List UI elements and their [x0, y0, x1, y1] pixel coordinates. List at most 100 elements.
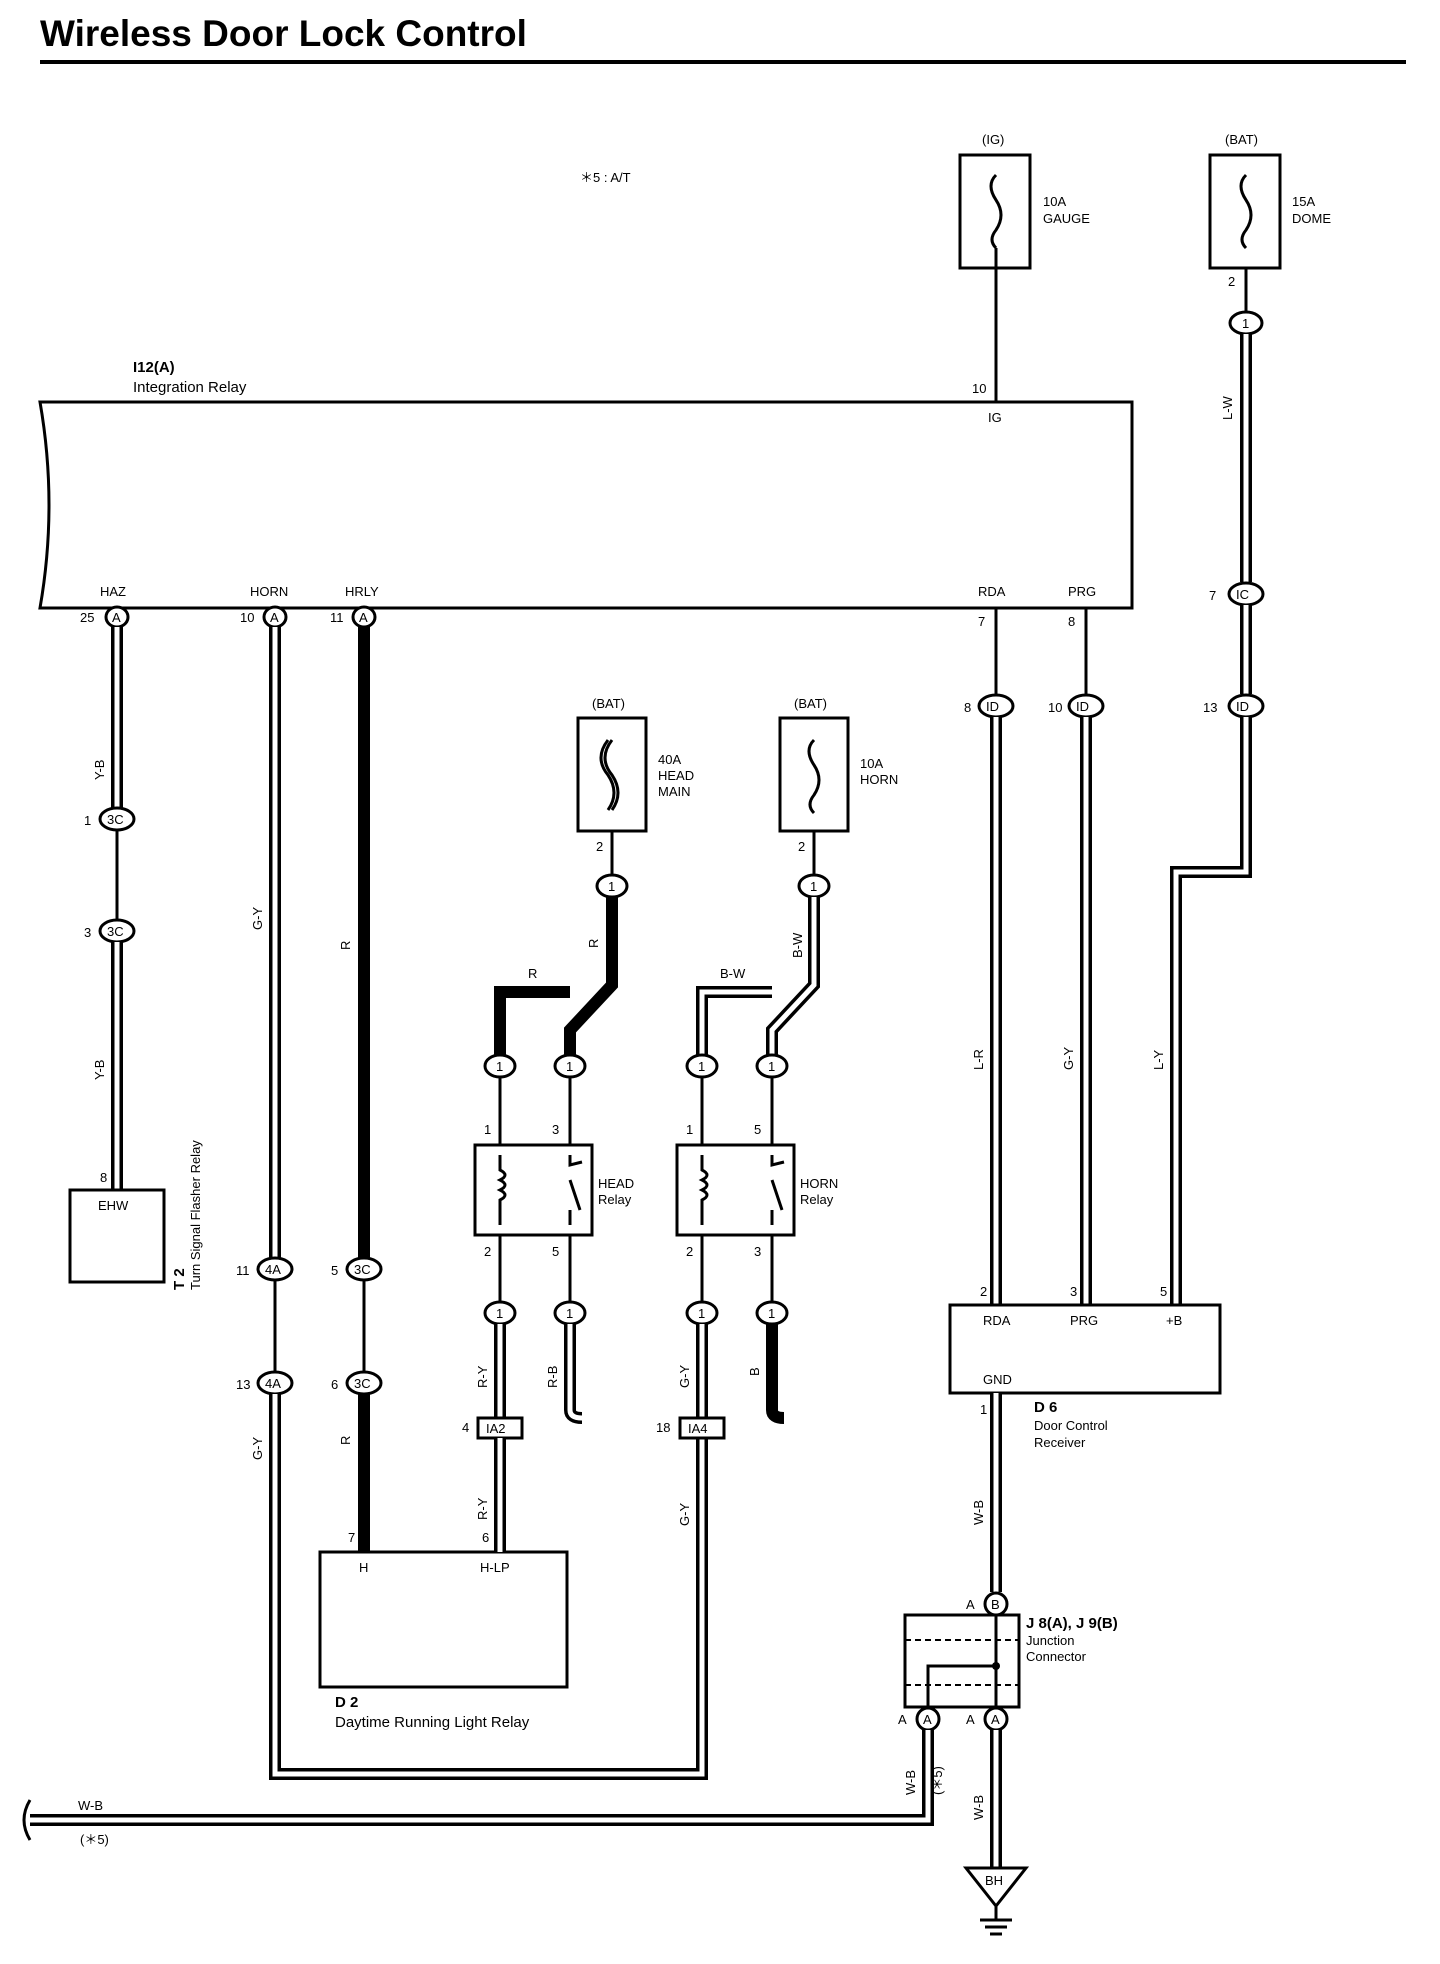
pin-hlp: H-LP	[480, 1560, 510, 1575]
wire-ly-fill	[1173, 717, 1249, 1305]
pin-number: 1	[484, 1122, 491, 1137]
pin-number: 5	[754, 1122, 761, 1137]
pin-number: 5	[552, 1244, 559, 1259]
pin-number: 3	[1070, 1284, 1077, 1299]
fuse-name: HEAD	[658, 768, 694, 783]
fuse-rating: 10A	[860, 756, 883, 771]
wire-label: R-B	[545, 1366, 560, 1388]
pin-number: 1	[84, 813, 91, 828]
fuse-name: MAIN	[658, 784, 691, 799]
connector-label: IA2	[486, 1421, 506, 1436]
pin-number: 10	[1048, 700, 1062, 715]
connector-label: ID	[986, 699, 999, 714]
horn-relay-name: Relay	[800, 1192, 834, 1207]
wire-label: W-B	[971, 1795, 986, 1820]
pin-number: 25	[80, 610, 94, 625]
junction-branch	[926, 1664, 996, 1707]
pin-prg: PRG	[1068, 584, 1096, 599]
integration-relay-id: I12(A)	[133, 359, 175, 376]
relay-switch-icon	[770, 1155, 785, 1225]
wire-label: Y-B	[92, 1060, 107, 1080]
wire-label: B-W	[720, 966, 746, 981]
pin-horn: HORN	[250, 584, 288, 599]
pin-number: 1	[686, 1122, 693, 1137]
pin-number: 18	[656, 1420, 670, 1435]
fuse-element-icon	[989, 173, 1003, 250]
wire-label: L-W	[1220, 395, 1235, 420]
pin-number: 2	[686, 1244, 693, 1259]
wire-label: G-Y	[250, 907, 265, 930]
wire-label: R-Y	[475, 1497, 490, 1520]
pin-number: 2	[1228, 274, 1235, 289]
pin-gnd: GND	[983, 1372, 1012, 1387]
wire-rb-fill	[567, 1324, 583, 1421]
pin-rda: RDA	[978, 584, 1006, 599]
connector-label: IA4	[688, 1421, 708, 1436]
fuse-box	[1208, 153, 1282, 270]
head-relay-name: Relay	[598, 1192, 632, 1207]
wire-label: G-Y	[1061, 1047, 1076, 1070]
fuse-source-label: (BAT)	[1225, 132, 1258, 147]
connector-label: ID	[1236, 699, 1249, 714]
connector-label: 1	[810, 879, 817, 894]
wire-label: G-Y	[250, 1437, 265, 1460]
connector-label: 1	[698, 1306, 705, 1321]
fuse-element-icon	[1239, 173, 1253, 250]
pin-number: 10	[972, 381, 986, 396]
pin-number: 4	[462, 1420, 469, 1435]
relay-coil-icon	[496, 1155, 507, 1225]
turn-relay-name: Turn Signal Flasher Relay	[188, 1140, 203, 1290]
page-title: Wireless Door Lock Control	[40, 13, 527, 54]
connector-label: A	[991, 1712, 1000, 1727]
connector-label: 1	[566, 1059, 573, 1074]
pin-number: 7	[978, 614, 985, 629]
pin-number: 2	[980, 1284, 987, 1299]
pin-number: 13	[236, 1377, 250, 1392]
fuse-rating: 15A	[1292, 194, 1315, 209]
pin-number: 11	[236, 1263, 250, 1278]
wire-label: L-R	[971, 1049, 986, 1070]
pin-number: 10	[240, 610, 254, 625]
wire-label: B	[747, 1367, 762, 1376]
connector-label: 1	[698, 1059, 705, 1074]
wire-label: B-W	[790, 932, 805, 958]
connector-label: 3C	[107, 812, 124, 827]
fuse-name: GAUGE	[1043, 211, 1090, 226]
fuse-source-label: (IG)	[982, 132, 1004, 147]
fuse-name: DOME	[1292, 211, 1331, 226]
wire-ly	[1170, 717, 1252, 1305]
door-receiver-box	[948, 1303, 1222, 1395]
fuse-rating: 40A	[658, 752, 681, 767]
ground-point	[962, 1866, 1030, 1909]
connector-label: 3C	[107, 924, 124, 939]
pin-number: 5	[331, 1263, 338, 1278]
wire-label: R-Y	[475, 1365, 490, 1388]
pin-number: 8	[1068, 614, 1075, 629]
note-label: ＊5 : A/T	[580, 170, 631, 185]
fuse-element-icon	[603, 739, 620, 811]
connector-label: 4A	[265, 1262, 281, 1277]
junction-box	[903, 1613, 1021, 1709]
connector-label: IC	[1236, 587, 1249, 602]
pin-number: 6	[482, 1530, 489, 1545]
pin-ehw: EHW	[98, 1198, 129, 1213]
integration-relay-name: Integration Relay	[133, 379, 247, 396]
relay-switch-icon	[568, 1155, 583, 1225]
wire-label: R	[528, 966, 537, 981]
fuse-source-label: (BAT)	[794, 696, 827, 711]
wire-label: W-B	[903, 1770, 918, 1795]
connector-label: A	[112, 610, 121, 625]
wire-label: Y-B	[92, 760, 107, 780]
fuse-name: HORN	[860, 772, 898, 787]
connector-label: A	[359, 610, 368, 625]
connector-label: 1	[496, 1306, 503, 1321]
wire-label: W-B	[971, 1500, 986, 1525]
turn-relay-box	[68, 1188, 166, 1284]
connector-label: B	[991, 1597, 1000, 1612]
connector-label: ID	[1076, 699, 1089, 714]
connector-label: 1	[608, 879, 615, 894]
wire-wb-s5-fill	[30, 1730, 931, 1823]
pin-number: 6	[331, 1377, 338, 1392]
wire-r-head-branch	[494, 986, 570, 1055]
